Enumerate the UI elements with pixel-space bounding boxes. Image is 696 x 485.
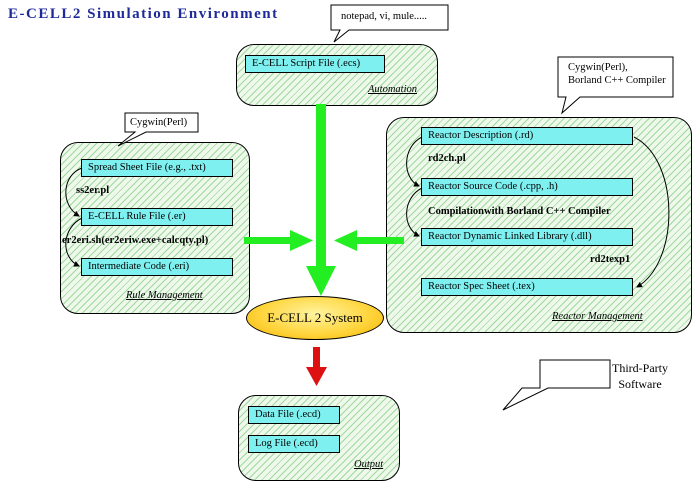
- third-party-label: Third-Party Software: [612, 360, 668, 392]
- diagram-title: E-CELL2 Simulation Environment: [8, 6, 279, 22]
- rule-connector-2: [65, 217, 83, 267]
- reactor-connector-2: [406, 187, 423, 237]
- rd2ch-step-label: rd2ch.pl: [428, 153, 466, 164]
- automation-panel: [236, 44, 438, 106]
- reactor-connector-1: [406, 136, 423, 187]
- er2eri-step-label: er2eri.sh(er2eriw.exe+calcqty.pl): [62, 235, 209, 246]
- third-party-line-2: Software: [618, 377, 662, 391]
- rule-file-box: E-CELL Rule File (.er): [81, 208, 233, 226]
- automation-caption: Automation: [368, 84, 417, 95]
- rule-management-caption: Rule Management: [126, 290, 203, 301]
- ecell-system-ellipse: E-CELL 2 System: [246, 296, 384, 340]
- third-party-line-1: Third-Party: [612, 361, 668, 375]
- reactor-connector-3: [633, 136, 670, 288]
- reactor-spec-box: Reactor Spec Sheet (.tex): [421, 278, 633, 296]
- reactor-management-caption: Reactor Management: [552, 311, 643, 322]
- ss2er-step-label: ss2er.pl: [76, 185, 110, 196]
- output-caption: Output: [354, 459, 384, 470]
- rule-callout-text: Cygwin(Perl): [130, 117, 188, 128]
- automation-callout-text: notepad, vi, mule.....: [341, 11, 428, 22]
- output-flow-shaft: [313, 347, 320, 369]
- automation-callout-shape: [330, 4, 449, 43]
- rule-flow-head: [290, 230, 313, 251]
- reactor-callout-shape: [557, 56, 674, 115]
- reactor-flow-shaft: [354, 237, 404, 244]
- automation-flow-shaft: [316, 104, 326, 268]
- data-file-box: Data File (.ecd): [248, 406, 340, 424]
- script-file-box: E-CELL Script File (.ecs): [245, 55, 385, 73]
- automation-flow-head: [306, 266, 336, 296]
- reactor-management-panel: [386, 117, 692, 333]
- reactor-description-box: Reactor Description (.rd): [421, 127, 633, 145]
- reactor-callout-line-2: Borland C++ Compiler: [568, 75, 666, 86]
- third-party-callout-shape: [502, 359, 611, 411]
- ecell-system-label: E-CELL 2 System: [267, 310, 363, 325]
- output-flow-head: [306, 367, 327, 386]
- compilation-step-label: Compilationwith Borland C++ Compiler: [428, 206, 611, 217]
- rd2texp1-step-label: rd2texp1: [590, 254, 631, 265]
- reactor-callout-line-1: Cygwin(Perl),: [568, 62, 628, 73]
- reactor-dll-box: Reactor Dynamic Linked Library (.dll): [421, 228, 633, 246]
- reactor-flow-head: [334, 230, 357, 251]
- log-file-box: Log File (.ecd): [248, 435, 340, 453]
- rule-connector-1: [65, 167, 83, 217]
- rule-callout-shape: [117, 112, 199, 147]
- intermediate-code-box: Intermediate Code (.eri): [81, 258, 233, 276]
- rule-flow-shaft: [244, 237, 292, 244]
- reactor-source-box: Reactor Source Code (.cpp, .h): [421, 178, 633, 196]
